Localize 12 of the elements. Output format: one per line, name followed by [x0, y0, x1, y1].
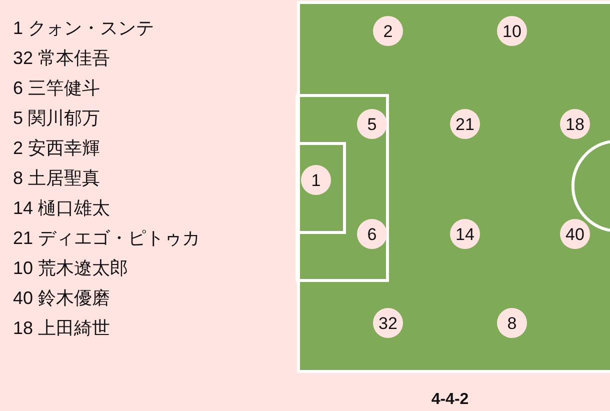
player-name: 32 常本佳吾	[13, 47, 110, 70]
player-name: 18 上田綺世	[13, 317, 110, 340]
player-name: 2 安西幸輝	[13, 137, 100, 160]
player-name: 40 鈴木優磨	[13, 287, 110, 310]
formation-caption: 4-4-2	[430, 390, 470, 410]
player-name: 8 土居聖真	[13, 167, 100, 190]
player-name: 1 クォン・スンテ	[13, 17, 154, 40]
player-name: 6 三竿健斗	[13, 77, 100, 100]
player-name: 10 荒木遼太郎	[13, 257, 128, 280]
player-name: 21 ディエゴ・ピトゥカ	[13, 227, 200, 250]
player-name: 5 関川郁万	[13, 107, 100, 130]
player-name: 14 樋口雄太	[13, 197, 110, 220]
